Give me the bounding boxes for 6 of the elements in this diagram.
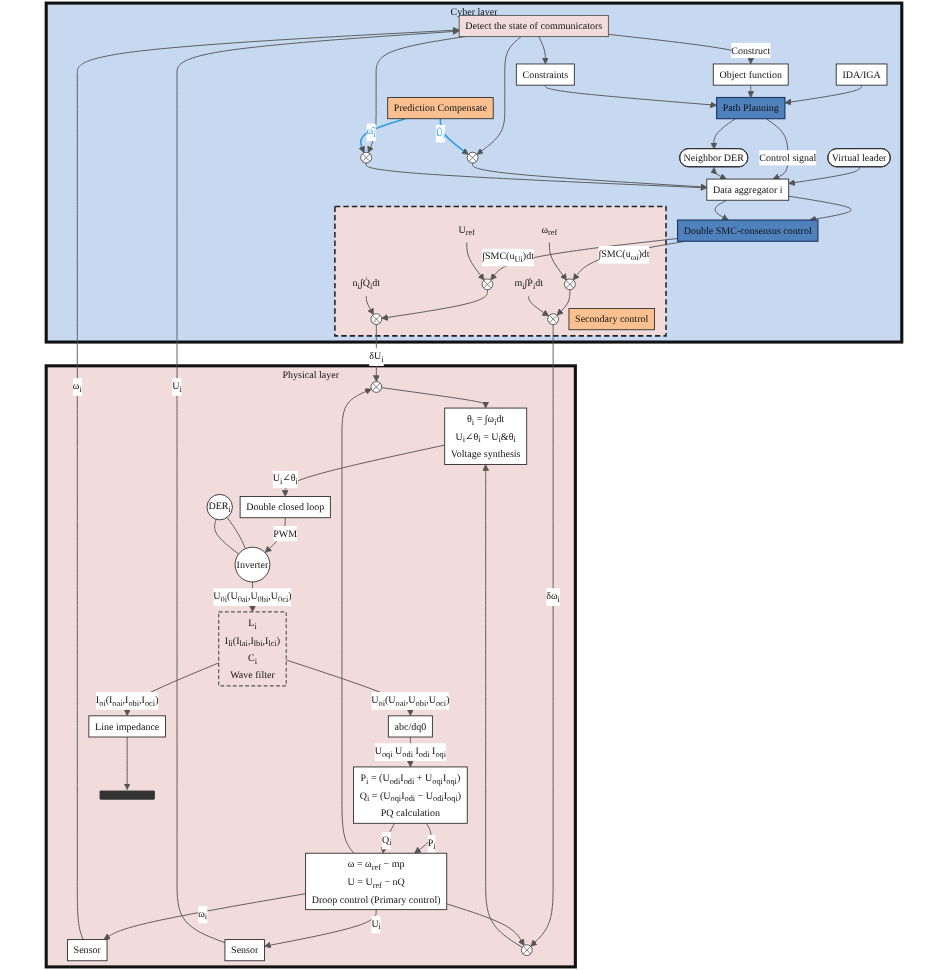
arrow [439, 117, 469, 155]
arrow [358, 117, 407, 153]
cluster [334, 205, 667, 337]
connector [214, 518, 240, 555]
arrow [710, 167, 727, 180]
connector [226, 516, 246, 550]
